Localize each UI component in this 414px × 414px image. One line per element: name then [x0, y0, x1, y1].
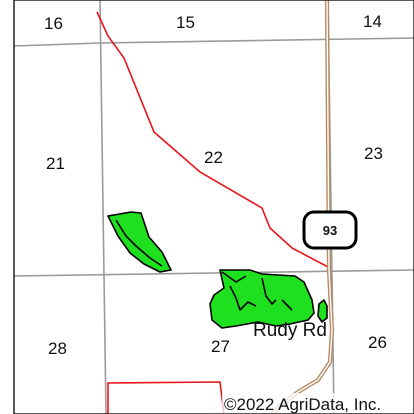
field-east[interactable]: [209, 269, 315, 329]
copyright-backdrop: [222, 393, 414, 414]
highway-line-outer: [270, 0, 335, 414]
highway-shield-number: 93: [323, 223, 337, 238]
section-line-middle: [13, 269, 414, 277]
section-labels: 16 15 14 21 22 23 28 27 26: [44, 12, 387, 358]
section-label-27: 27: [211, 337, 230, 356]
section-line-west: [99, 0, 107, 414]
field-east-detail: [221, 271, 293, 311]
section-label-26: 26: [368, 333, 387, 352]
section-line-north-west: [13, 42, 101, 47]
highway-shield-body: [302, 210, 358, 250]
section-label-21: 21: [46, 154, 65, 173]
highway-93-road: [270, 0, 335, 414]
section-label-15: 15: [176, 13, 195, 32]
map-border: [13, 0, 414, 414]
field-east-strip[interactable]: [317, 299, 328, 323]
section-label-22: 22: [204, 148, 223, 167]
boundary-line-south: [107, 381, 225, 414]
copyright-text: ©2022 AgriData, Inc.: [224, 395, 381, 414]
field-polygons: [107, 211, 328, 329]
section-label-28: 28: [48, 339, 67, 358]
road-label: Rudy Rd: [253, 320, 327, 341]
field-west-inner: [115, 219, 163, 267]
boundary-line: [96, 11, 331, 269]
section-label-16: 16: [44, 14, 63, 33]
highway-line-inner: [271, 0, 333, 414]
highway-shield-icon[interactable]: 93: [302, 210, 358, 250]
field-west[interactable]: [107, 211, 172, 273]
section-label-23: 23: [364, 144, 383, 163]
copyright-notice: ©2022 AgriData, Inc.: [222, 393, 414, 414]
section-line-north-east: [99, 37, 414, 44]
section-label-14: 14: [363, 12, 382, 31]
